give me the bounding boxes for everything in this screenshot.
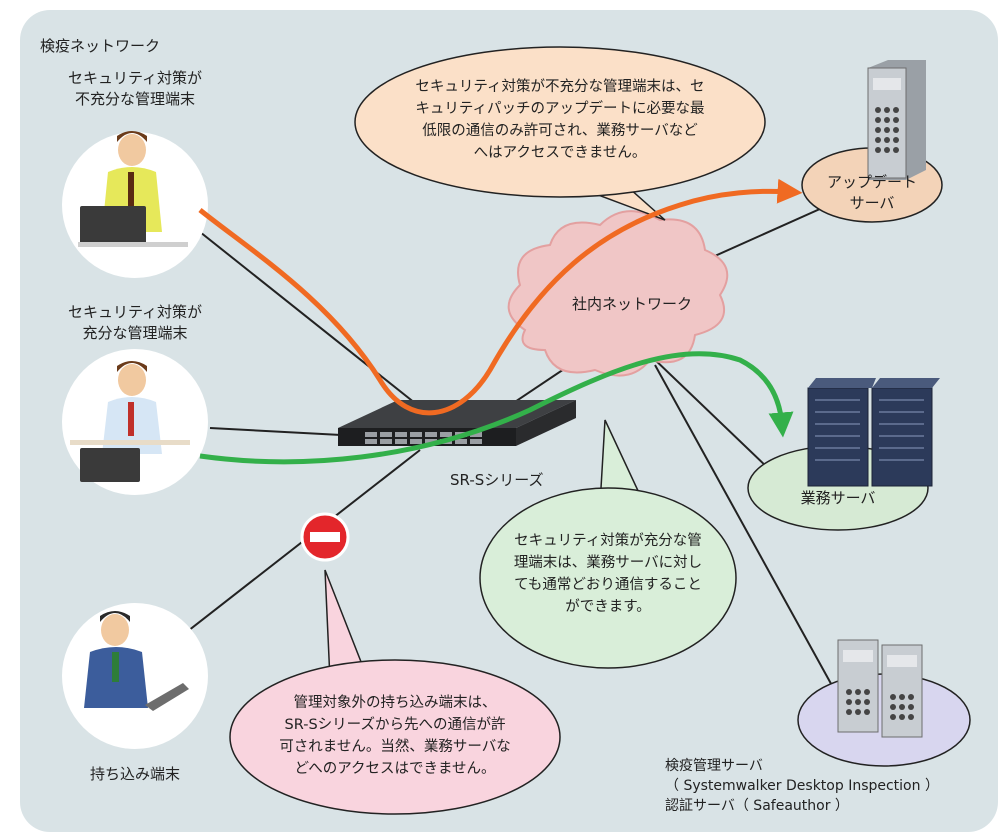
terminal-brought-in-label: 持ち込み端末 <box>89 765 180 783</box>
switch-label: SR-Sシリーズ <box>450 471 544 489</box>
terminal-sufficient-label: セキュリティ対策が 充分な管理端末 <box>67 303 203 342</box>
callout-insufficient-text: セキュリティ対策が不充分な管理端末は、セ キュリティパッチのアップデートに必要な… <box>415 79 705 161</box>
cloud-label: 社内ネットワーク <box>572 295 693 313</box>
cloud-shape <box>507 210 729 377</box>
sufficient-traffic-arrow <box>199 351 794 465</box>
terminal-insufficient-label: セキュリティ対策が 不充分な管理端末 <box>67 69 203 108</box>
business-server-label: 業務サーバ <box>800 489 876 507</box>
callout-brought-in-bubble <box>229 659 561 815</box>
quarantine-server-label: 検疫管理サーバ （ Systemwalker Desktop Inspectio… <box>665 758 939 814</box>
person-at-laptop-icon <box>84 611 189 711</box>
update-server-label: アップデート サーバ <box>826 173 917 212</box>
person-at-laptop-icon <box>78 131 188 247</box>
rack-server-icon <box>807 378 940 487</box>
callout-insufficient-bubble <box>354 46 766 198</box>
diagram-title: 検疫ネットワーク <box>40 37 161 55</box>
callout-brought-in-text: 管理対象外の持ち込み端末は、 SR-Sシリーズから先への通信が許 可されません。… <box>279 695 511 777</box>
tower-server-icon <box>867 60 926 180</box>
person-at-laptop-icon <box>70 361 190 482</box>
insufficient-traffic-arrow <box>198 178 803 416</box>
no-entry-icon <box>300 512 350 562</box>
tower-server-icon <box>837 639 923 738</box>
callout-sufficient-text: セキュリティ対策が充分な管 理端末は、業務サーバに対し ても通常どおり通信するこ… <box>513 533 703 615</box>
callout-sufficient-bubble <box>479 487 737 669</box>
